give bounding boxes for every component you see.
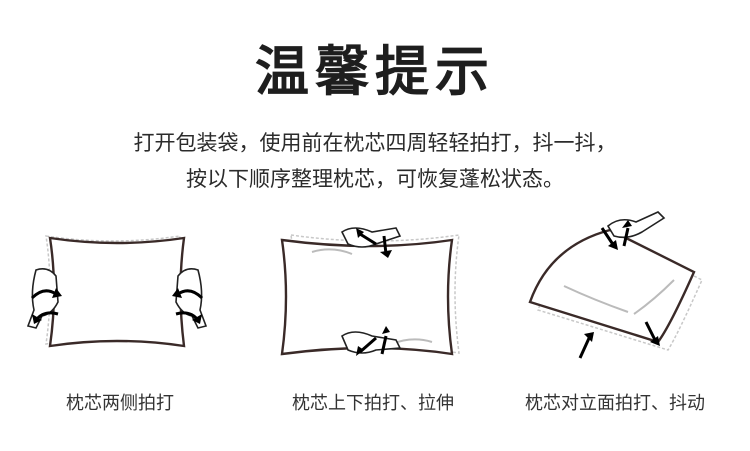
step-caption-1: 枕芯两侧拍打 <box>66 393 174 414</box>
step-caption-2: 枕芯上下拍打、拉伸 <box>292 393 454 414</box>
page-title: 温馨提示 <box>255 40 495 103</box>
description-line-1: 打开包装袋，使用前在枕芯四周轻轻拍打，抖一抖， <box>133 131 617 155</box>
step-caption-3: 枕芯对立面拍打、抖动 <box>525 393 705 414</box>
pillow-side-pat-illustration <box>22 210 212 360</box>
pillow-diagonal-shake-illustration <box>524 210 704 375</box>
pillow-top-bottom-pat-illustration <box>272 210 472 370</box>
description-line-2: 按以下顺序整理枕芯，可恢复蓬松状态。 <box>186 167 564 191</box>
